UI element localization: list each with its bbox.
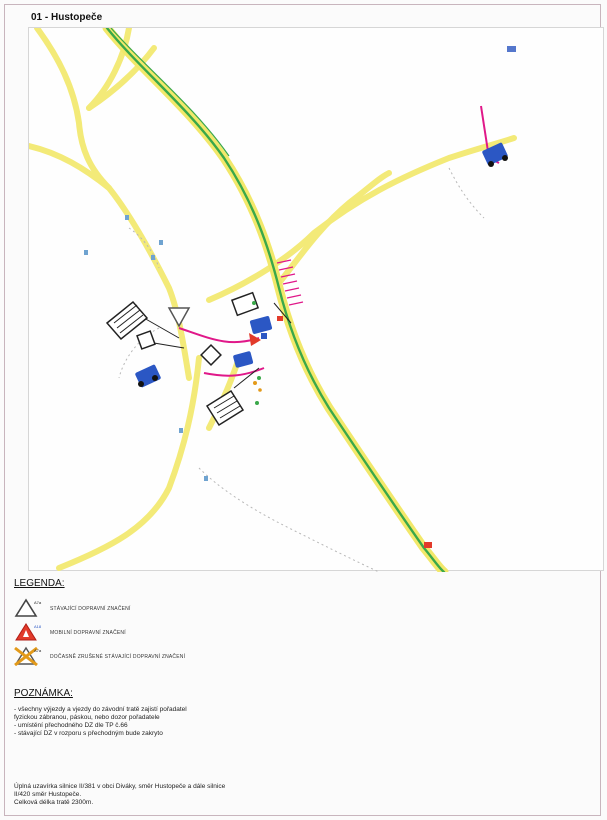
warning-triangle-icon xyxy=(167,307,191,328)
note-line: fyzickou zábranou, páskou, nebo dozor po… xyxy=(14,714,160,721)
arrow-board xyxy=(105,300,149,341)
legend-label: dočasně zrušené stávající dopravní znače… xyxy=(50,654,186,660)
detour-sign xyxy=(482,142,508,167)
notes-list: - všechny výjezdy a vjezdy do závodní tr… xyxy=(14,706,187,738)
svg-text:A18: A18 xyxy=(34,624,42,629)
warning-triangle-icon: A7a xyxy=(14,598,42,617)
crossed-warning-triangle-icon: A7a xyxy=(14,646,42,666)
svg-text:A7a: A7a xyxy=(34,648,42,653)
mobile-warning-triangle-icon xyxy=(249,333,261,346)
closure-description: Úplná uzavírka silnice II/381 v obci Div… xyxy=(14,783,374,807)
note-line: - všechny výjezdy a vjezdy do závodní tr… xyxy=(14,706,187,713)
legend-item-existing: A7a xyxy=(14,598,42,618)
footer-line: II/420 směr Hustopeče. xyxy=(14,791,82,798)
legend-heading: LEGENDA: xyxy=(14,578,65,589)
legend-label: mobilní dopravní značení xyxy=(50,630,126,636)
detour-sign xyxy=(135,364,161,388)
mobile-warning-triangle-icon: A18 xyxy=(15,623,42,641)
map-canvas xyxy=(29,28,517,572)
detour-sign xyxy=(233,351,254,368)
traffic-map[interactable] xyxy=(28,27,604,572)
footer-line: Celková délka tratě 2300m. xyxy=(14,799,94,806)
legend-label: stávající dopravní značení xyxy=(50,606,131,612)
map-title: 01 - Hustopeče xyxy=(31,12,103,23)
note-line: - stávající DZ v rozporu s přechodným bu… xyxy=(14,730,163,737)
footer-line: Úplná uzavírka silnice II/381 v obci Div… xyxy=(14,783,226,790)
note-heading: POZNÁMKA: xyxy=(14,688,73,699)
note-line: - umístění přechodného DZ dle TP č.66 xyxy=(14,722,128,729)
detour-sign xyxy=(249,316,273,334)
legend-item-cancelled: A7a xyxy=(14,646,42,666)
svg-text:A7a: A7a xyxy=(34,600,42,605)
legend-item-mobile: A18 xyxy=(14,622,42,642)
